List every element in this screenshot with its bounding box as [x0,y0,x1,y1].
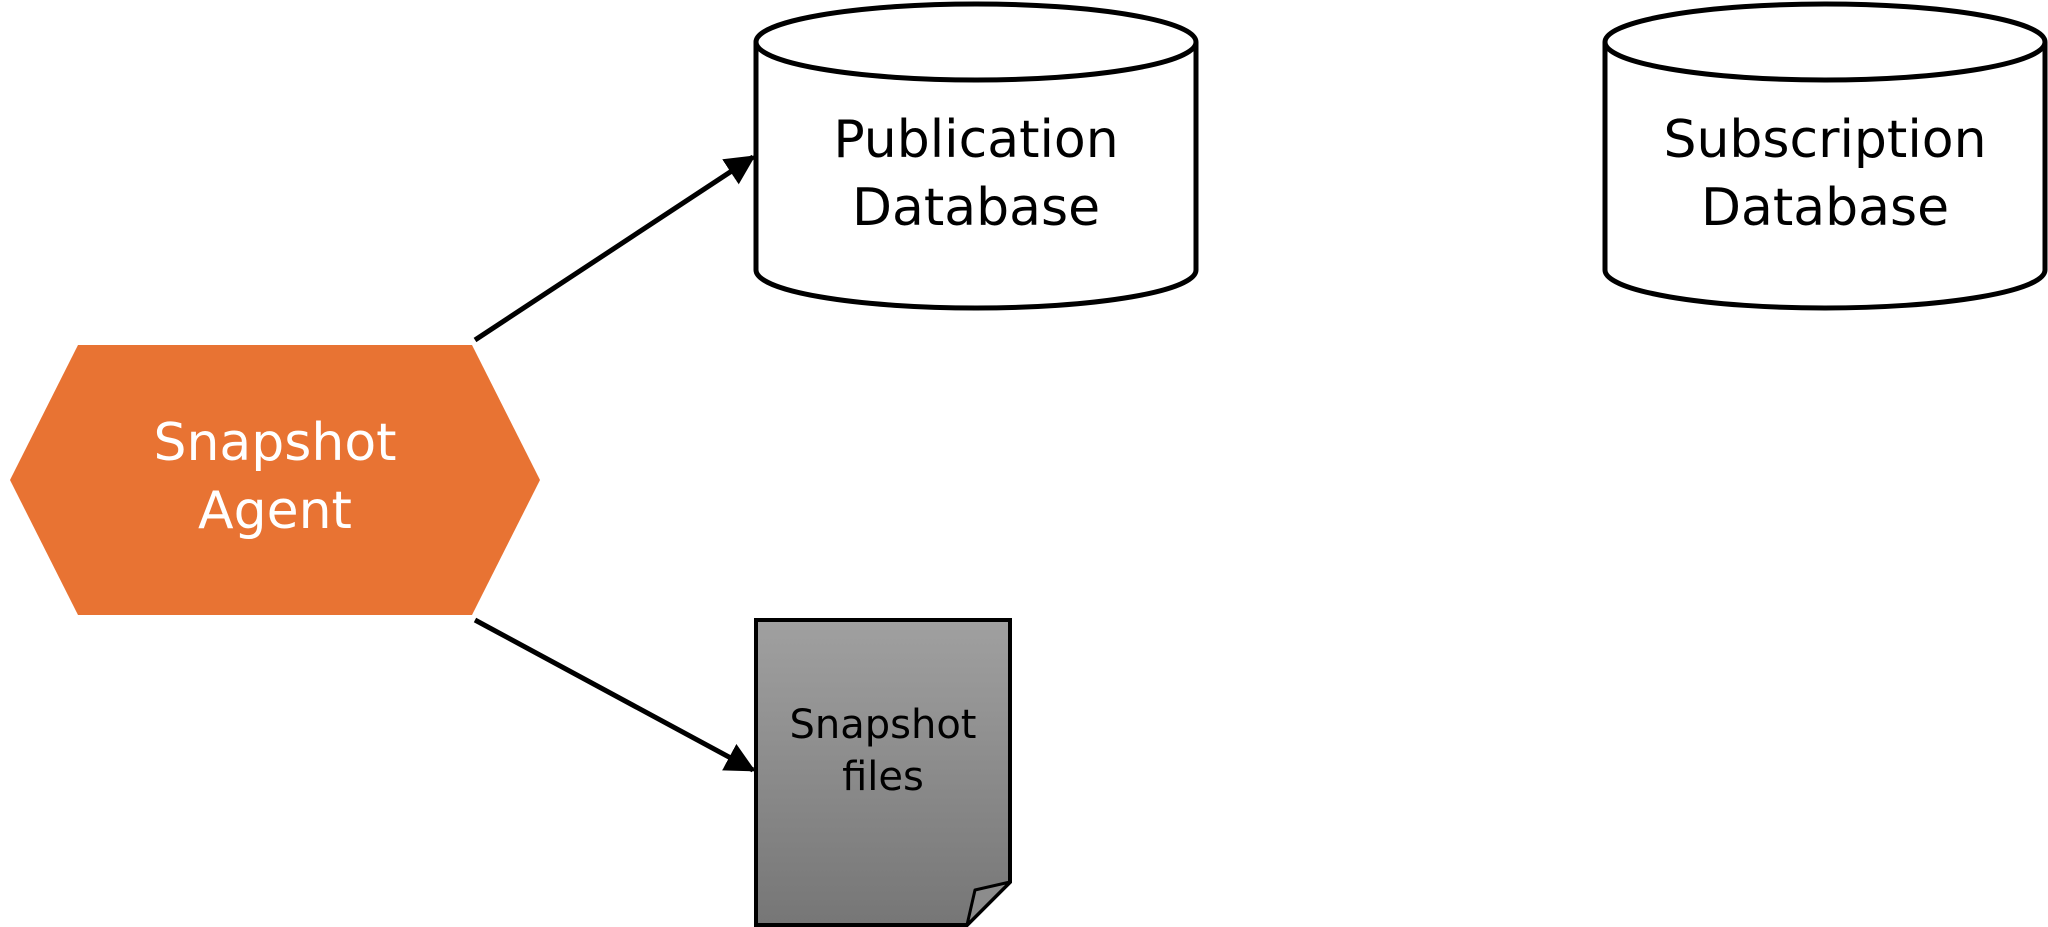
snapshot-agent-label-line1: Snapshot [153,413,396,473]
subscription-database-node[interactable]: Subscription Database [1602,1,2048,311]
snapshot-files-node[interactable]: Snapshot files [754,618,1012,927]
publication-database-label-line2: Database [852,178,1100,238]
arrow-agent-to-snapshot-files [473,617,756,773]
publication-database-node[interactable]: Publication Database [753,1,1199,311]
publication-database-label-line1: Publication [833,110,1118,170]
arrow-agent-to-publication [473,154,756,343]
snapshot-agent-node[interactable]: Snapshot Agent [10,345,540,615]
snapshot-agent-hexagon [10,345,540,615]
subscription-database-top [1602,1,2048,83]
snapshot-files-label-line2: files [842,754,924,800]
snapshot-agent-label-line2: Agent [198,481,352,541]
snapshot-files-label-line1: Snapshot [790,702,977,748]
subscription-database-cylinder [1602,42,2048,311]
subscription-database-label-line2: Database [1701,178,1949,238]
publication-database-top [753,1,1199,83]
subscription-database-label-line1: Subscription [1663,110,1986,170]
publication-database-cylinder [753,42,1199,311]
snapshot-files-page-curl [965,880,1012,927]
